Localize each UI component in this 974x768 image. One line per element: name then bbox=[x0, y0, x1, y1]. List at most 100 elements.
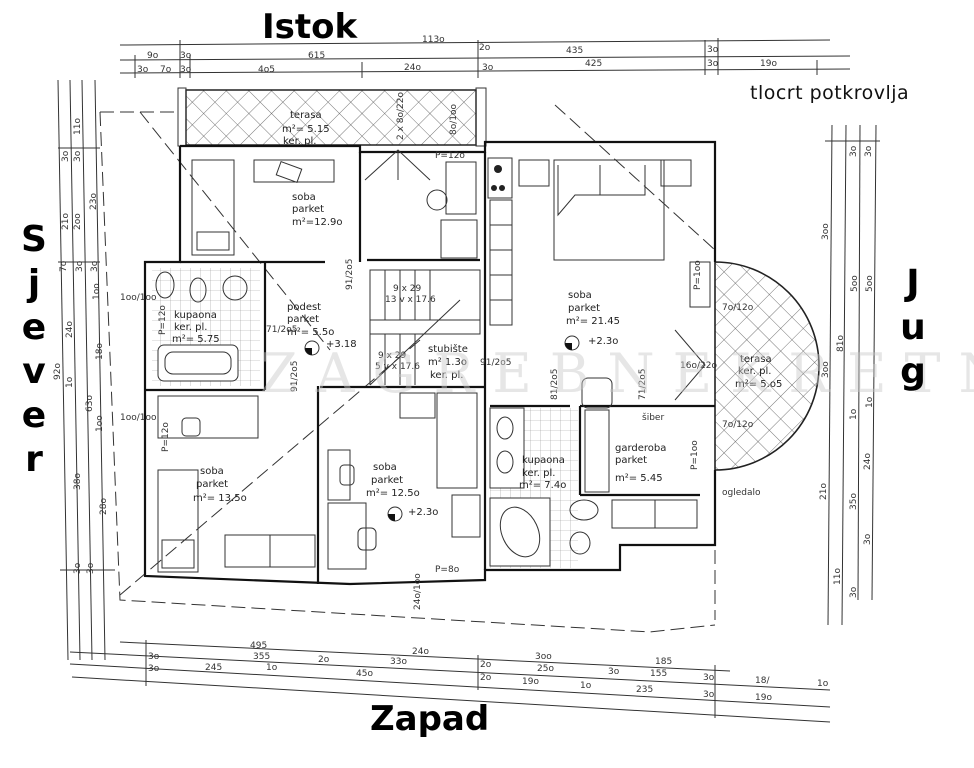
direction-east: Istok bbox=[262, 7, 358, 47]
direction-south-letter: g bbox=[900, 351, 926, 392]
annotation: 24o/1oo bbox=[413, 573, 423, 610]
annotation: P=12o bbox=[161, 422, 171, 452]
dimension-lines-left: 11o 3o 3o 21o 2oo 23o 7o 3o 3o 1oo 24o 1… bbox=[53, 79, 115, 661]
dim-bottom: 18/ bbox=[755, 676, 770, 686]
terrace-east: terasa m²= 5.15 ker. pl. bbox=[177, 87, 487, 147]
annotation: 71/2o5 bbox=[266, 325, 297, 335]
dim-right: 5oo bbox=[865, 275, 875, 292]
dim-left: 1oo bbox=[92, 283, 102, 300]
annotation: 91/2o5 bbox=[480, 358, 511, 368]
room-name: stubište bbox=[428, 343, 468, 355]
room-area: m²= 5.5o bbox=[287, 327, 334, 338]
dim-left: 3o bbox=[90, 260, 100, 272]
room-soba-1: soba parket m²=12.9o bbox=[191, 159, 343, 256]
dim-top: 615 bbox=[308, 51, 325, 61]
dim-left: 18o bbox=[95, 343, 105, 360]
dim-bottom: 19o bbox=[522, 677, 539, 687]
dim-right: 3oo bbox=[821, 361, 831, 378]
room-floor: parket bbox=[196, 479, 228, 490]
room-name: kupaona bbox=[522, 455, 565, 466]
dim-bottom: 19o bbox=[755, 693, 772, 703]
hall-top: P=12o 2 x 8o/22o 8o/1oo bbox=[364, 92, 478, 259]
dim-left: 1oo bbox=[95, 415, 105, 432]
direction-south-letter: J bbox=[906, 263, 920, 304]
dimension-lines-top: 113o 9o 3o 615 2o 435 3o 3o 7o 3o 4o5 24… bbox=[119, 35, 851, 78]
annotation: 8o/1oo bbox=[449, 104, 459, 135]
annotation: P=1oo bbox=[690, 440, 700, 470]
room-name: soba bbox=[568, 290, 592, 301]
room-kupaona-1: kupaona ker. pl. m²= 5.75 P=12o 71/2o5 1… bbox=[120, 268, 297, 386]
dim-top: 3o bbox=[482, 63, 494, 73]
dim-right: 21o bbox=[819, 483, 829, 500]
kitchenette bbox=[487, 157, 513, 326]
dim-top: 4o5 bbox=[258, 65, 275, 75]
room-soba-3: soba parket m²= 13.5o P=12o 1oo/1oo bbox=[120, 395, 316, 573]
dim-bottom: 155 bbox=[650, 669, 667, 679]
room-floor: parket bbox=[287, 314, 319, 325]
dim-right: 81o bbox=[836, 335, 846, 352]
annotation: 1oo/1oo bbox=[120, 293, 157, 303]
dim-bottom: 2o bbox=[318, 655, 330, 665]
dim-right: 3o bbox=[863, 533, 873, 545]
dim-left: 7o bbox=[59, 260, 69, 272]
room-floor: parket bbox=[615, 455, 647, 466]
staircase: 9 x 29 13 v x 17.6 9 x 29 5 v x 17.6 stu… bbox=[369, 269, 511, 386]
dim-bottom: 3o bbox=[703, 690, 715, 700]
direction-north-letter: r bbox=[25, 439, 43, 480]
annotation: P=12o bbox=[435, 151, 465, 161]
room-area: m²= 21.45 bbox=[566, 316, 620, 327]
dim-bottom: 235 bbox=[636, 685, 653, 695]
dim-bottom: 495 bbox=[250, 641, 267, 651]
dim-right: 24o bbox=[863, 453, 873, 470]
dim-bottom: 3o bbox=[703, 673, 715, 683]
dim-left: 3o bbox=[73, 150, 83, 162]
room-floor: parket bbox=[371, 475, 403, 486]
room-garderoba: garderoba parket m²= 5.45 šiber P=1oo 71… bbox=[584, 369, 761, 529]
room-floor: ker. pl. bbox=[430, 370, 463, 381]
dim-left: 11o bbox=[73, 118, 83, 135]
dim-left: 2oo bbox=[73, 213, 83, 230]
room-kupaona-2: kupaona ker. pl. m²= 7.4o 81/2o5 bbox=[489, 369, 599, 568]
annotation: 16o/22o bbox=[680, 361, 717, 371]
room-area: m²= 5.o5 bbox=[735, 379, 782, 390]
level-marker: +2.3o bbox=[588, 336, 618, 347]
direction-north-letter: e bbox=[21, 307, 47, 348]
direction-north-letter: S bbox=[21, 219, 47, 260]
room-floor: ker. pl. bbox=[174, 322, 207, 333]
room-soba-2: P=1oo soba parket m²= 21.45 +2.3o 16o/22… bbox=[518, 159, 754, 409]
annotation: 7o/12o bbox=[722, 420, 754, 430]
dim-left: 38o bbox=[73, 473, 83, 490]
dim-bottom: 3o bbox=[148, 664, 160, 674]
dim-left: 3o bbox=[86, 562, 96, 574]
dim-left: 1o bbox=[65, 376, 75, 388]
room-area: m²= 13.5o bbox=[193, 493, 247, 504]
dim-right: 3oo bbox=[821, 223, 831, 240]
room-area: m² 1.3o bbox=[428, 357, 467, 368]
walls bbox=[143, 140, 717, 586]
dim-top: 113o bbox=[422, 35, 445, 45]
dim-right: 11o bbox=[833, 568, 843, 585]
dim-top: 24o bbox=[404, 63, 421, 73]
plan-title: tlocrt potkrovlja bbox=[750, 82, 910, 104]
dim-bottom: 24o bbox=[412, 647, 429, 657]
room-floor: ker. pl. bbox=[738, 366, 771, 377]
dim-bottom: 185 bbox=[655, 657, 672, 667]
dim-top: 3o bbox=[180, 65, 192, 75]
dim-bottom: 1o bbox=[817, 679, 829, 689]
dim-top: 425 bbox=[585, 59, 602, 69]
dim-top: 2o bbox=[479, 43, 491, 53]
dim-right: 3o bbox=[849, 586, 859, 598]
dim-top: 3o bbox=[137, 65, 149, 75]
dim-left: 3o bbox=[61, 150, 71, 162]
annotation: 81/2o5 bbox=[550, 369, 560, 400]
room-area: m²= 7.4o bbox=[519, 480, 566, 491]
room-area: m²= 5.15 bbox=[282, 124, 330, 135]
annotation: ogledalo bbox=[722, 488, 761, 498]
room-area: m²= 5.75 bbox=[172, 334, 220, 345]
annotation: P=1oo bbox=[693, 260, 703, 290]
room-name: podest bbox=[287, 302, 321, 313]
dim-bottom: 45o bbox=[356, 669, 373, 679]
room-name: garderoba bbox=[615, 443, 666, 454]
annotation: 71/2o5 bbox=[638, 369, 648, 400]
